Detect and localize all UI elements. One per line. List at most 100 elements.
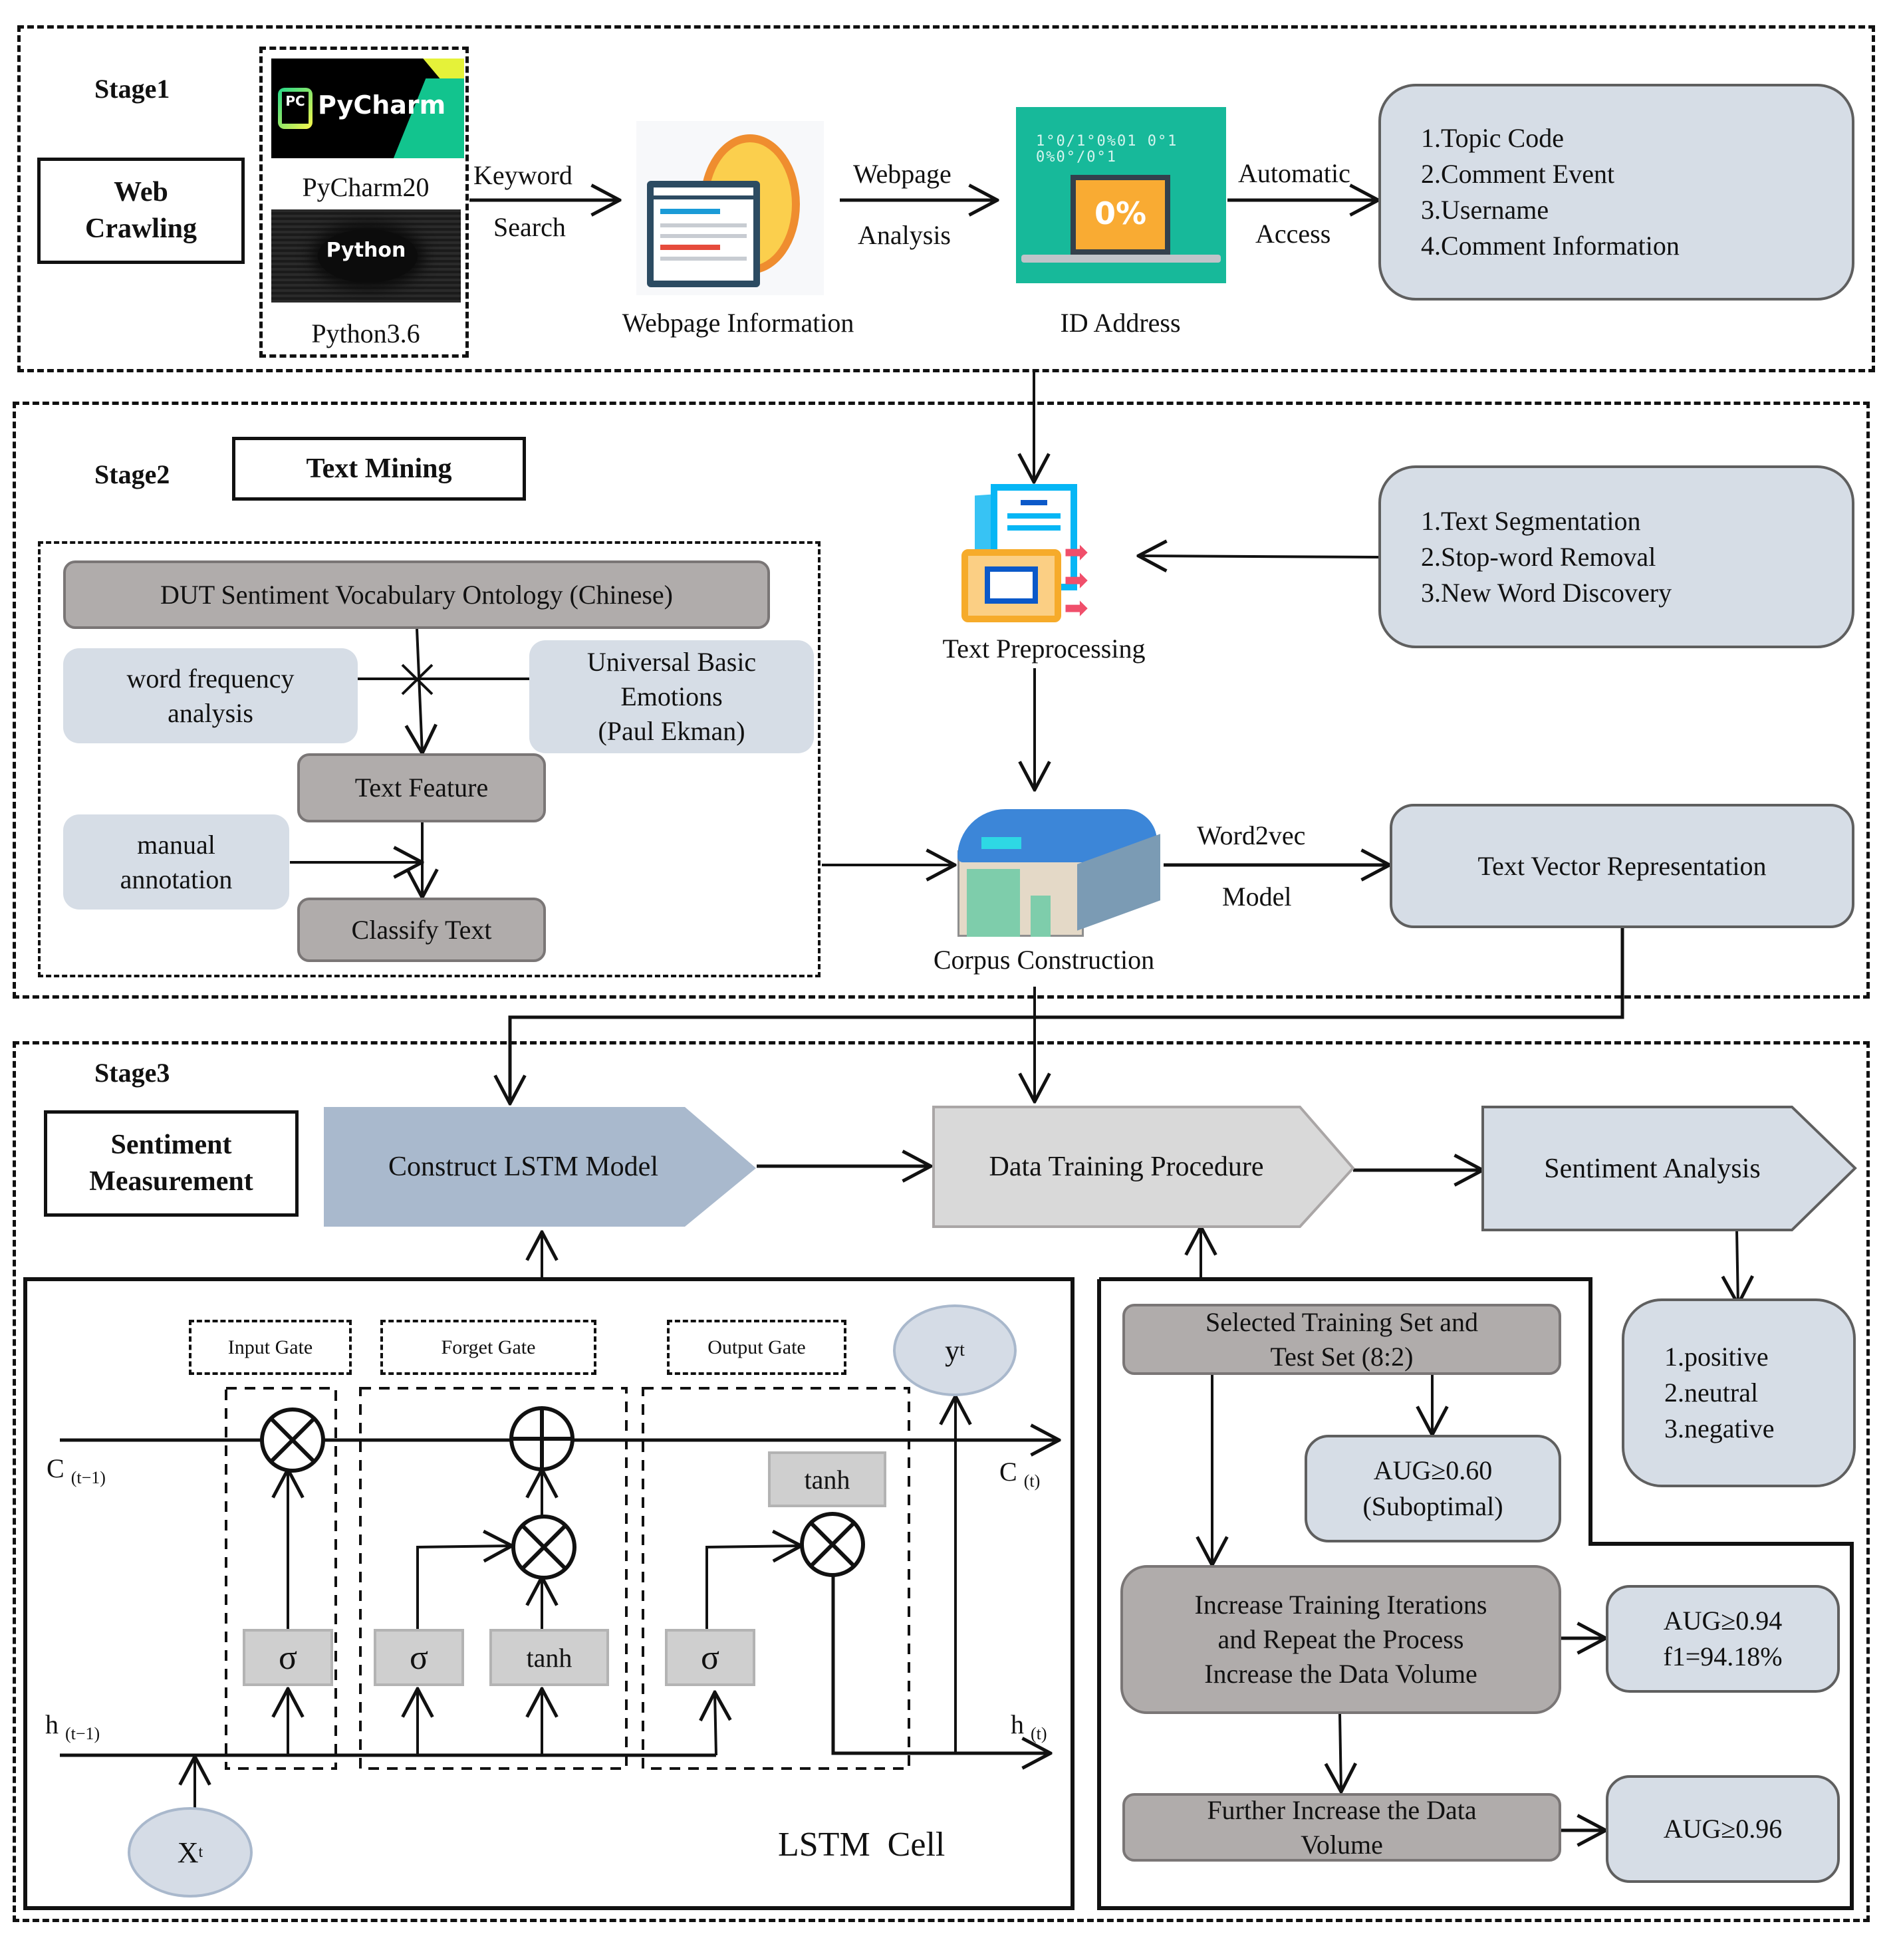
text-mining-box: Text Mining: [232, 437, 526, 501]
crawled-fields-box: 1.Topic Code 2.Comment Event 3.Username …: [1378, 84, 1854, 301]
output-tanh-box: tanh: [768, 1451, 886, 1507]
iterate-line: Increase Training Iterations: [1194, 1590, 1487, 1620]
forget-gate-label: Forget Gate: [380, 1320, 596, 1375]
basic-emotions-box: Universal Basic Emotions (Paul Ekman): [529, 640, 814, 753]
c-prev-symbol: C: [47, 1453, 64, 1483]
sentiment-analysis-pentagon: [1481, 1106, 1857, 1231]
tools-group: [259, 47, 469, 358]
pycharm-badge-icon: PC: [278, 88, 313, 129]
basic-emotions-line: (Paul Ekman): [598, 716, 745, 746]
basic-emotions-line: Universal Basic: [586, 647, 757, 677]
field-item: 2.Comment Event: [1421, 159, 1615, 189]
suboptimal-line: (Suboptimal): [1362, 1491, 1503, 1521]
word-frequency-line: analysis: [168, 697, 253, 728]
multiply-glyph: [269, 1417, 316, 1463]
search-label: Search: [493, 212, 566, 242]
preprocessing-step: 1.Text Segmentation: [1421, 505, 1641, 536]
analysis-label: Analysis: [858, 220, 951, 250]
preprocessing-step: 3.New Word Discovery: [1421, 577, 1672, 608]
forget-gate-area: [359, 1387, 628, 1770]
multiply-glyph: [521, 1524, 567, 1570]
sentiment-measurement-box: Sentiment Measurement: [44, 1110, 299, 1217]
corpus-warehouse-icon: [957, 796, 1164, 941]
hidden-state-line-out: [831, 1523, 1051, 1753]
training-frame: [1097, 1277, 1854, 1910]
line-vector-to-lstm: [510, 928, 1624, 1104]
text-vector-box: Text Vector Representation: [1390, 804, 1854, 928]
stage1-label: Stage1: [94, 74, 170, 104]
y-symbol: y: [945, 1334, 960, 1367]
web-crawling-box: Web Crawling: [37, 158, 245, 264]
data-training-pentagon: [932, 1106, 1355, 1228]
classify-text-box: Classify Text: [297, 898, 546, 962]
c-next-symbol: C: [999, 1457, 1017, 1487]
field-item: 3.Username: [1421, 195, 1549, 225]
webpage-label: Webpage: [853, 159, 951, 189]
iterate-line: Increase the Data Volume: [1204, 1659, 1477, 1689]
h-prev-symbol: h: [45, 1709, 59, 1739]
basic-emotions-line: Emotions: [620, 681, 723, 711]
ontology-box: DUT Sentiment Vocabulary Ontology (Chine…: [63, 560, 770, 629]
model-label: Model: [1222, 882, 1292, 912]
stage2-frame: [13, 402, 1870, 999]
output-gate-area: [642, 1387, 910, 1770]
h-next-symbol: h: [1011, 1709, 1024, 1739]
suboptimal-line: AUG≥0.60: [1373, 1455, 1493, 1485]
sentiment-class: 1.positive: [1664, 1342, 1769, 1372]
python-caption: Python3.6: [311, 318, 420, 348]
manual-annotation-line: manual: [137, 829, 215, 860]
text-preprocessing-caption: Text Preprocessing: [942, 634, 1146, 664]
word-frequency-box: word frequency analysis: [63, 648, 358, 743]
stage2-label: Stage2: [94, 459, 170, 489]
text-feature-box: Text Feature: [297, 753, 546, 822]
forget-sigma-box: σ: [374, 1629, 464, 1686]
c-next-label: C (t): [999, 1456, 1040, 1491]
id-address-icon: 1°0/1°0%01 0°1 0%0°/0°1 0%: [1016, 107, 1226, 283]
pycharm-wordmark: PyCharm: [318, 90, 446, 120]
arrow-steps-to-preprocessing: [1138, 556, 1379, 557]
h-next-subscript: (t): [1031, 1724, 1047, 1743]
train-test-split-box: Selected Training Set and Test Set (8:2): [1122, 1304, 1561, 1375]
x-symbol: X: [177, 1836, 199, 1869]
suboptimal-result-box: AUG≥0.60 (Suboptimal): [1305, 1435, 1561, 1542]
og-sig-up: [715, 1692, 716, 1756]
further-line: Volume: [1301, 1829, 1383, 1860]
x-subscript: t: [198, 1843, 203, 1861]
automatic-label: Automatic: [1238, 158, 1350, 188]
c-prev-subscript: (t−1): [70, 1468, 106, 1487]
field-item: 1.Topic Code: [1421, 123, 1564, 153]
stage1-frame: [17, 25, 1875, 372]
stage3-frame: [13, 1041, 1870, 1922]
multiply-glyph: [809, 1521, 856, 1568]
sentiment-class: 3.negative: [1664, 1413, 1775, 1443]
y-subscript: t: [959, 1340, 965, 1360]
iterate-box: Increase Training Iterations and Repeat …: [1120, 1565, 1561, 1714]
corpus-construction-caption: Corpus Construction: [933, 945, 1155, 975]
keyword-label: Keyword: [473, 160, 572, 190]
id-address-caption: ID Address: [1060, 308, 1181, 338]
text-mining-group: [38, 541, 821, 977]
arrow-sentiment-to-classes: [1737, 1229, 1738, 1304]
manual-annotation-line: annotation: [120, 864, 233, 894]
cross-b: [401, 664, 434, 695]
split-line: Test Set (8:2): [1270, 1341, 1414, 1372]
sentiment-class: 2.neutral: [1664, 1378, 1759, 1408]
manual-annotation-box: manual annotation: [63, 814, 289, 910]
sentiment-classes-box: 1.positive 2.neutral 3.negative: [1622, 1298, 1856, 1487]
webpage-info-caption: Webpage Information: [622, 308, 854, 338]
field-item: 4.Comment Information: [1421, 231, 1680, 261]
sentiment-analysis-label: Sentiment Analysis: [1544, 1153, 1761, 1184]
stage3-label: Stage3: [94, 1058, 170, 1088]
c-prev-label: C (t−1): [47, 1453, 106, 1488]
input-gate-area: [225, 1387, 337, 1770]
result-094-line: AUG≥0.94: [1663, 1606, 1783, 1636]
further-increase-box: Further Increase the Data Volume: [1122, 1793, 1561, 1862]
result-094-box: AUG≥0.94 f1=94.18%: [1606, 1585, 1840, 1693]
text-preprocessing-icon: ➡➡➡: [957, 484, 1130, 627]
result-096-box: AUG≥0.96: [1606, 1775, 1840, 1883]
python-wordmark: Python: [326, 239, 406, 262]
og-sig-to-mult: [705, 1546, 801, 1629]
lstm-cell-frame: [23, 1277, 1075, 1910]
